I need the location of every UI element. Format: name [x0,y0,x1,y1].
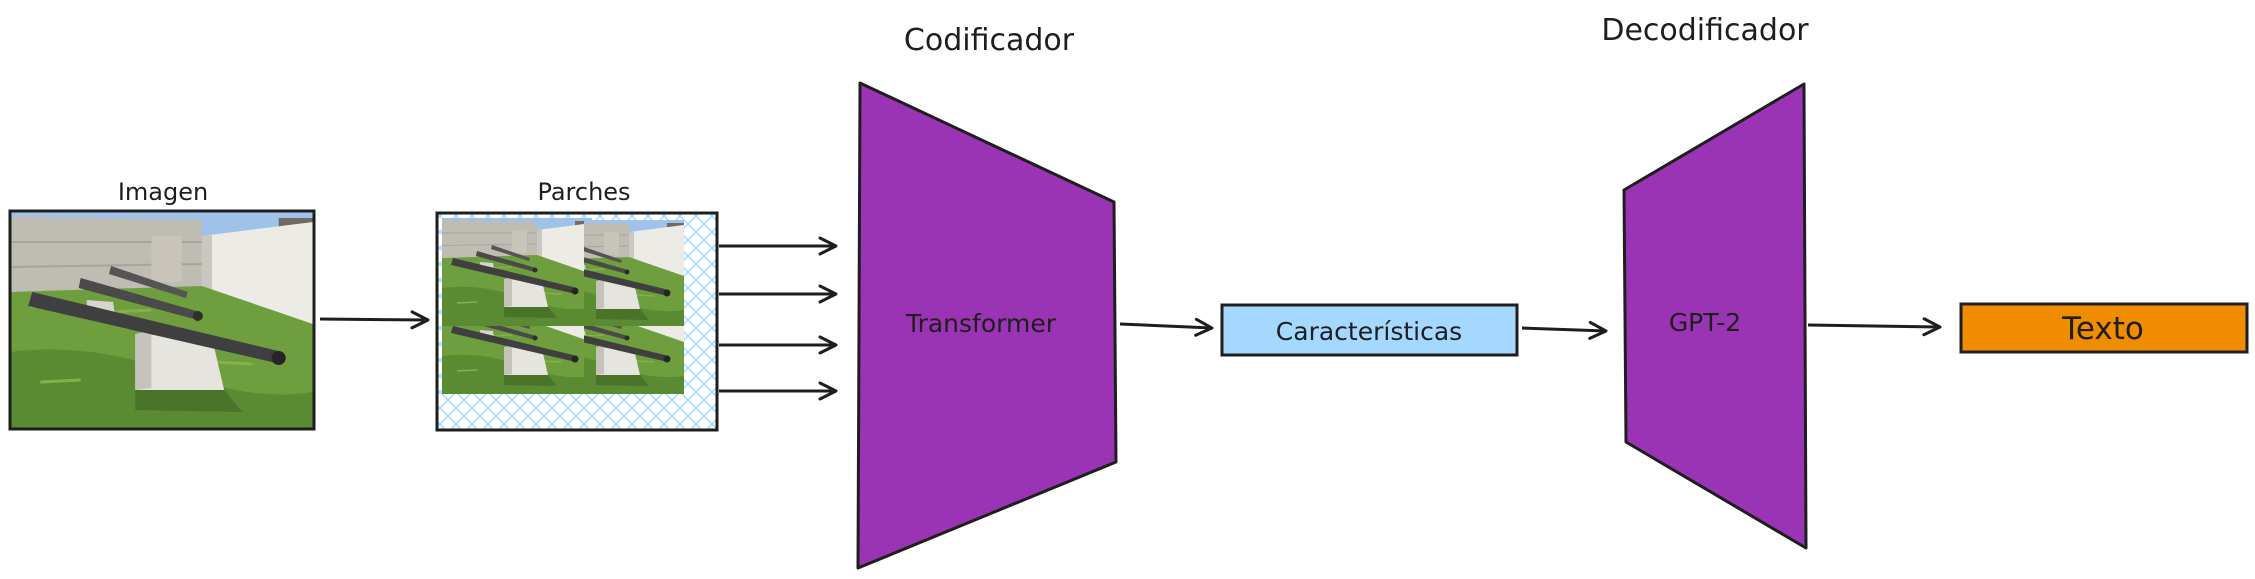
arrow-decoder-to-output [1807,317,1942,337]
patches-label: Parches [537,178,630,206]
arrow-encoder-to-features [1119,317,1214,337]
encoder-title: Codificador [904,23,1075,58]
encoder-label: Transformer [905,309,1057,338]
image-patches [435,211,719,432]
image-label: Imagen [118,178,208,206]
encoder-trapezoid [856,81,1118,570]
output-label: Texto [2061,311,2144,347]
decoder-title: Decodificador [1601,13,1809,48]
arrow-image-to-patches [319,310,430,330]
features-label: Características [1276,317,1462,346]
decoder-label: GPT-2 [1669,308,1741,337]
features-box [1220,303,1519,357]
output-box [1959,302,2249,354]
arrow-features-to-decoder [1521,320,1608,340]
input-image [8,209,316,431]
decoder-trapezoid [1622,82,1808,550]
